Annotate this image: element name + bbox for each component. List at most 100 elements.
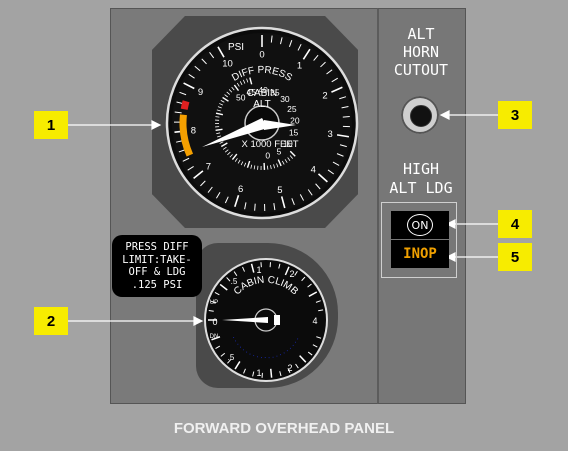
cabin-climb-needle (222, 317, 268, 323)
cabin-altitude-needle (202, 118, 268, 147)
high-alt-ldg-on-switch[interactable]: ON (391, 211, 449, 239)
scale-tick (183, 82, 195, 90)
scale-tick (182, 157, 190, 162)
scale-tick (244, 202, 247, 210)
scale-tick (240, 161, 244, 166)
scale-tick (308, 291, 318, 297)
scale-tick (270, 165, 272, 170)
diff-pressure-scale-label: 2 (322, 90, 327, 101)
scale-tick (233, 271, 238, 276)
scale-tick (332, 161, 340, 166)
scale-tick (231, 153, 238, 160)
cabin-altitude-unit: X 1000 FEET (241, 139, 298, 150)
scale-tick (243, 162, 247, 167)
scale-tick (299, 355, 307, 363)
scale-tick (219, 283, 228, 291)
scale-tick (318, 309, 324, 312)
scale-tick (208, 309, 214, 312)
scale-tick (220, 142, 228, 148)
scale-tick (250, 263, 255, 273)
scale-tick (217, 135, 222, 138)
scale-tick (287, 157, 291, 161)
scale-tick (216, 132, 221, 135)
high-alt-ldg-switch-frame (381, 202, 457, 278)
cabin-altitude-scale-label: 40 (258, 85, 268, 95)
scale-tick (294, 270, 298, 276)
scale-tick (289, 155, 294, 159)
scale-tick (336, 153, 344, 157)
scale-tick (341, 106, 349, 109)
scale-tick (215, 116, 220, 118)
scale-tick (194, 65, 201, 72)
scale-tick (222, 96, 229, 102)
callout-3: 3 (498, 101, 532, 129)
scale-tick (227, 151, 231, 156)
scale-tick (211, 336, 221, 341)
cabin-climb-indicator: CABIN CLIMB ····················· UP DN … (204, 258, 328, 382)
scale-tick (252, 371, 255, 377)
scale-tick (339, 96, 347, 100)
scale-tick (280, 37, 283, 45)
scale-tick (215, 192, 221, 199)
scale-tick (216, 109, 221, 112)
dn-label: DN (210, 334, 219, 340)
scale-tick (295, 363, 299, 369)
scale-tick (307, 189, 313, 196)
scale-tick (278, 263, 281, 269)
cabin-label: CABIN (247, 88, 278, 99)
cabin-altitude-differential-pressure-indicator: DIFF PRESS PSI CABIN ALT X 1000 FEET 012… (165, 26, 359, 220)
on-label: ON (407, 214, 433, 236)
scale-tick (174, 111, 182, 114)
scale-tick (331, 86, 343, 93)
scale-one-down: 1 (256, 368, 261, 378)
scale-tick (215, 345, 221, 349)
warning-band (180, 100, 190, 110)
scale-tick (320, 61, 326, 68)
switch-button-icon (410, 105, 432, 127)
scale-tick (246, 78, 249, 83)
scale-tick (227, 359, 232, 364)
scale-tick (301, 276, 306, 282)
scale-tick (302, 48, 311, 60)
scale-tick (234, 158, 238, 162)
scale-tick (231, 86, 235, 91)
scale-tick (219, 103, 224, 106)
scale-tick (242, 79, 246, 84)
scale-tick (266, 165, 269, 170)
scale-tick (327, 169, 335, 175)
scale-tick (229, 154, 233, 158)
scale-tick (236, 82, 240, 87)
cabin-altitude-scale-label: 10 (283, 138, 293, 148)
callout-leaders (68, 110, 498, 326)
scale-tick (307, 351, 313, 356)
scale-tick (342, 116, 350, 118)
scale-tick (281, 160, 285, 165)
alt-horn-cutout-switch[interactable] (401, 96, 439, 134)
scale-four: 4 (312, 316, 317, 326)
diff-pressure-scale-label: 1 (297, 60, 302, 71)
cabin-altitude-scale-label: 35 (270, 88, 280, 98)
scale-tick (280, 196, 286, 209)
diff-pressure-scale-label: 0 (259, 49, 264, 60)
cabin-altitude-scale-label: 45 (247, 87, 257, 97)
scale-tick (316, 336, 322, 339)
scale-tick (284, 266, 290, 276)
scale-tick (222, 146, 227, 150)
label-line: ALT (407, 25, 435, 43)
scale-tick (239, 81, 243, 86)
scale-tick (217, 106, 222, 109)
scale-tick (207, 186, 213, 193)
scale-tick (317, 173, 328, 183)
scale-half-up: .5 (231, 277, 238, 286)
scale-tick (331, 77, 338, 83)
placard-line: LIMIT:TAKE- (122, 253, 192, 266)
scale-tick (237, 159, 241, 164)
cabin-altitude-scale-label: 25 (287, 104, 297, 114)
diff-pressure-scale-label: 4 (311, 164, 316, 175)
scale-tick (193, 170, 204, 180)
scale-tick (246, 160, 251, 168)
scale-tick (273, 164, 276, 169)
scale-tick (234, 361, 241, 370)
diff-pressure-scale-label: 7 (206, 162, 211, 173)
diff-pressure-scale-label: 9 (198, 87, 203, 98)
